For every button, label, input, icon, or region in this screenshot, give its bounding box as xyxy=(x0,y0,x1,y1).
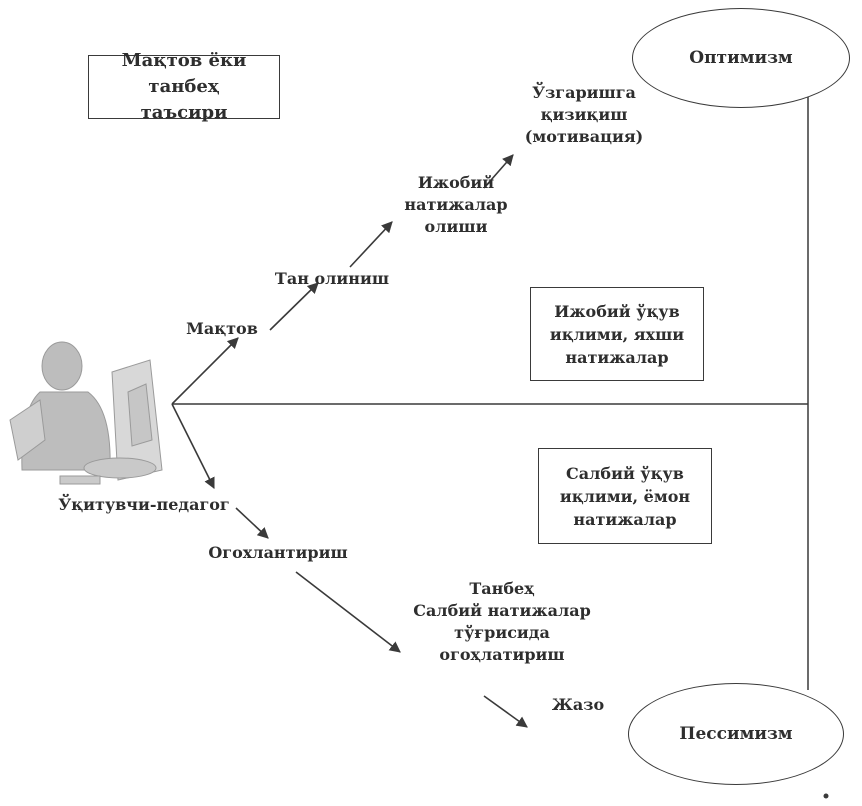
praise-label: Мақтов xyxy=(186,319,258,338)
arrow-teacherlabel-to-warning xyxy=(235,507,269,539)
warning-label: Огохлантириш xyxy=(208,543,348,562)
title-box: Мақтов ёки танбеҳ таъсири xyxy=(88,50,280,123)
arrow-teacher-to-teacherlabel xyxy=(171,403,215,490)
arrow-teacher-to-praise xyxy=(171,337,239,405)
reprimand-label: Танбеҳ Салбий натижалар тўғрисида огоҳла… xyxy=(413,579,591,664)
arrow-praise-to-recognition xyxy=(269,282,319,331)
motivation-label: Ўзгаришга қизиқиш (мотивация) xyxy=(524,83,644,146)
arrow-reprimand-to-punishment xyxy=(483,695,528,728)
pessimism-oval: Пессимизм xyxy=(628,683,844,785)
negative-climate-box: Салбий ўқув иқлими, ёмон натижалар xyxy=(538,448,712,544)
positive-results-label: Ижобий натижалар олиши xyxy=(404,173,508,236)
arrow-results-to-motivation xyxy=(483,154,514,189)
arrow-recognition-to-results xyxy=(349,221,393,268)
positive-climate-box: Ижобий ўқув иқлими, яхши натижалар xyxy=(530,287,704,381)
teacher-figure-icon xyxy=(9,341,163,485)
optimism-oval: Оптимизм xyxy=(632,8,850,108)
punishment-label: Жазо xyxy=(551,695,605,714)
recognition-label: Тан олиниш xyxy=(274,269,390,288)
teacher-label: Ўқитувчи-педагог xyxy=(58,495,230,514)
corner-mark xyxy=(823,793,829,799)
arrow-warning-to-reprimand xyxy=(295,571,401,653)
